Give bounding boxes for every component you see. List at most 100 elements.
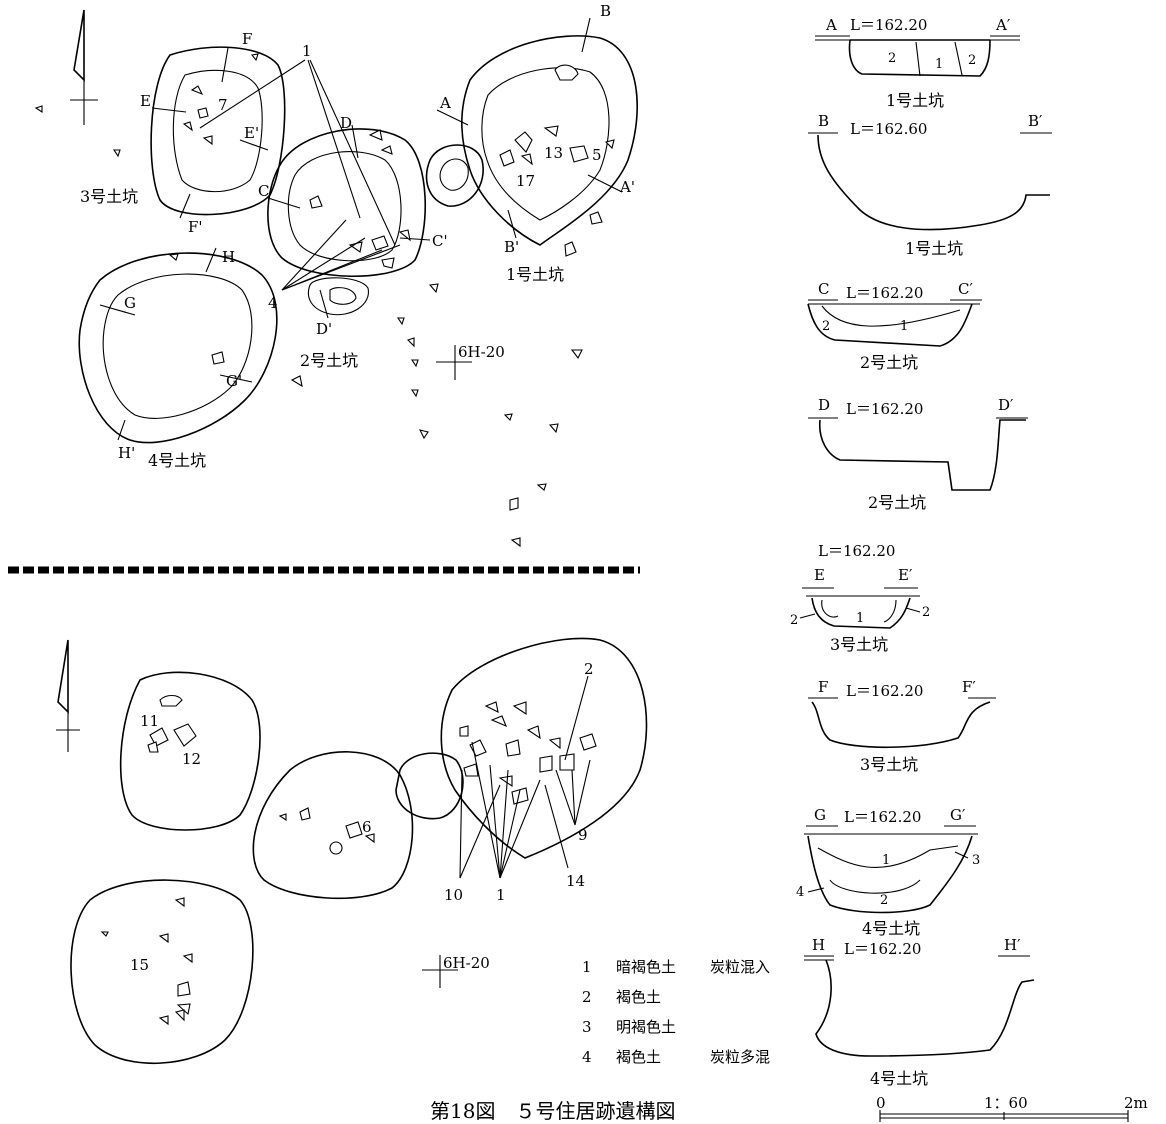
section-c: C L＝162.20 C′ 2 1 2号土坑 (807, 280, 982, 372)
lower-pit-small (395, 752, 464, 820)
section-d-pit: 2号土坑 (868, 493, 926, 512)
lower-plan: 6H-20 11 12 6 2 9 10 1 14 15 (56, 637, 648, 1065)
section-b-right: B′ (1028, 112, 1043, 130)
section-h-pit: 4号土坑 (870, 1069, 928, 1088)
legend-soil: 褐色土 (616, 988, 661, 1006)
grid-point-label-lower: 6H-20 (443, 954, 490, 972)
section-mark-e-prime: E' (244, 124, 259, 142)
artifact-number-15: 15 (130, 956, 149, 974)
artifact-number-12: 12 (182, 750, 201, 768)
section-a-right: A′ (995, 16, 1011, 34)
section-g-right: G′ (950, 806, 966, 824)
section-mark-a-prime: A' (619, 178, 635, 196)
artifact-number-11: 11 (140, 712, 159, 730)
section-g: G L＝162.20 G′ 1 3 4 2 4号土坑 (796, 806, 980, 938)
scale-ratio: 1：60 (984, 1094, 1028, 1112)
legend-row: 4 褐色土 炭粒多混 (582, 1048, 770, 1066)
section-mark-g: G (124, 294, 136, 312)
artifact-number-1-lower: 1 (496, 886, 506, 904)
section-mark-b: B (600, 2, 611, 20)
grid-point-6h20-lower: 6H-20 (422, 954, 490, 988)
section-h-level: L＝162.20 (844, 940, 921, 958)
artifact-number-5: 5 (592, 146, 602, 164)
layer-label: 2 (888, 51, 896, 66)
artifact-number-17: 17 (516, 172, 535, 190)
section-mark-a: A (439, 94, 451, 112)
layer-label: 4 (796, 885, 804, 900)
artifact-number-6: 6 (362, 818, 372, 836)
pit-2-outline (267, 128, 427, 316)
section-d-left: D (818, 396, 830, 414)
legend-row: 1 暗褐色土 炭粒混入 (582, 958, 770, 976)
section-a-level: L＝162.20 (850, 16, 927, 34)
layer-label: 2 (790, 613, 798, 628)
lower-pit-southwest (70, 879, 254, 1065)
section-f-left: F (818, 678, 828, 696)
section-b: B L＝162.60 B′ 1号土坑 (808, 112, 1052, 258)
artifact-number-4: 4 (268, 294, 278, 312)
layer-label: 1 (856, 611, 864, 626)
pit-2-label: 2号土坑 (300, 351, 358, 370)
legend-soil: 明褐色土 (616, 1018, 676, 1036)
artifact-number-9: 9 (578, 826, 588, 844)
section-g-pit: 4号土坑 (862, 919, 920, 938)
section-g-left: G (814, 806, 826, 824)
section-mark-f-prime: F' (188, 218, 203, 236)
legend-note: 炭粒多混 (710, 1048, 770, 1066)
layer-label: 2 (922, 605, 930, 620)
layer-label: 2 (822, 319, 830, 334)
artifact-number-13: 13 (544, 144, 563, 162)
pit-3-label: 3号土坑 (80, 187, 138, 206)
artifact-number-14: 14 (566, 872, 585, 890)
section-e-left: E (814, 566, 825, 584)
section-e-level: L＝162.20 (818, 542, 895, 560)
legend-number: 4 (582, 1048, 592, 1066)
artifact-number-7: 7 (218, 96, 228, 114)
legend-note: 炭粒混入 (710, 958, 770, 976)
lower-pit-center (252, 751, 414, 900)
artifact-number-1: 1 (302, 42, 312, 60)
section-drawings: A L＝162.20 A′ 2 1 2 1号土坑 B L＝162.60 B′ 1… (790, 16, 1052, 1088)
section-e-pit: 3号土坑 (830, 635, 888, 654)
layer-label: 3 (972, 853, 980, 868)
grid-point-6h20-upper: 6H-20 (436, 343, 505, 380)
section-mark-h: H (222, 248, 235, 266)
layer-label: 2 (880, 893, 888, 908)
section-b-level: L＝162.60 (850, 120, 927, 138)
figure-caption: 第18図 ５号住居跡遺構図 (430, 1099, 675, 1123)
legend-row: 2 褐色土 (582, 988, 661, 1006)
section-g-level: L＝162.20 (844, 808, 921, 826)
section-b-pit: 1号土坑 (905, 239, 963, 258)
section-b-left: B (818, 112, 829, 130)
section-mark-h-prime: H' (118, 444, 135, 462)
section-a-left: A (825, 16, 837, 34)
section-a-pit: 1号土坑 (886, 91, 944, 110)
section-mark-f: F (242, 30, 252, 48)
section-c-left: C (818, 280, 829, 298)
lower-pit-large (440, 637, 648, 859)
pit-4-outline (78, 252, 278, 444)
section-e-right: E′ (898, 566, 913, 584)
legend-number: 2 (582, 988, 592, 1006)
legend-soil: 暗褐色土 (616, 958, 676, 976)
section-h-right: H′ (1004, 936, 1021, 954)
section-f-right: F′ (962, 678, 976, 696)
north-arrow-icon (70, 9, 98, 125)
scale-bar: 0 1：60 2m (876, 1094, 1148, 1122)
section-f-level: L＝162.20 (846, 682, 923, 700)
lower-stone-scatter (100, 694, 597, 1026)
upper-plan: 6H-20 3号土坑 2号土坑 1号土坑 4号土坑 A A' B B' C C'… (34, 2, 638, 548)
section-mark-c-prime: C' (432, 232, 448, 250)
soil-legend: 1 暗褐色土 炭粒混入 2 褐色土 3 明褐色土 4 褐色土 炭粒多混 (582, 958, 770, 1066)
artifact-number-10: 10 (444, 886, 463, 904)
pit-4-label: 4号土坑 (148, 451, 206, 470)
section-mark-b-prime: B' (504, 238, 519, 256)
section-f: F L＝162.20 F′ 3号土坑 (808, 678, 996, 774)
lower-pit-northwest (119, 671, 261, 831)
scale-max: 2m (1124, 1094, 1148, 1112)
section-c-level: L＝162.20 (846, 284, 923, 302)
legend-soil: 褐色土 (616, 1048, 661, 1066)
section-mark-e: E (140, 92, 151, 110)
section-d-level: L＝162.20 (846, 400, 923, 418)
